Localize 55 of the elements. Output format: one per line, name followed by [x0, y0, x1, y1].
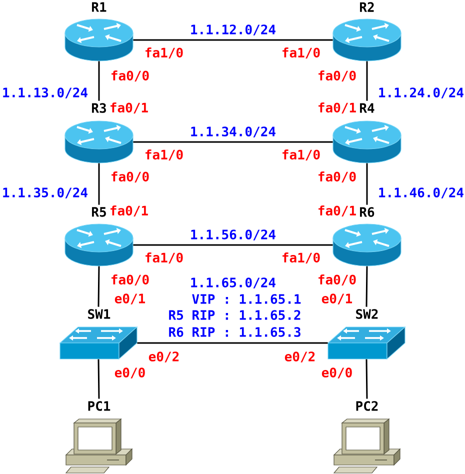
edge-label: 1.1.34.0/24 — [188, 126, 278, 138]
cable-line — [366, 266, 368, 307]
cable-line — [133, 244, 333, 246]
ip-label: 1.1.65.0/24 — [191, 278, 276, 288]
port-label: fa1/0 — [146, 252, 183, 264]
port-label: fa0/0 — [318, 274, 356, 286]
port-label: e0/1 — [114, 294, 146, 304]
port-label: fa1/0 — [282, 149, 320, 161]
port-label: fa0/0 — [112, 171, 149, 183]
port-label: e0/2 — [284, 352, 315, 362]
edge-label: 1.1.13.0/24 — [0, 86, 90, 100]
port-label: fa0/1 — [318, 205, 356, 217]
port-label: fa0/1 — [110, 102, 148, 114]
port-label: fa0/0 — [112, 274, 149, 286]
port-label: fa0/1 — [110, 205, 148, 217]
device-name: SW2 — [356, 309, 378, 319]
cable-line — [133, 141, 333, 143]
port-label: e0/0 — [322, 368, 352, 378]
cable-line — [137, 342, 328, 344]
device-name: R4 — [360, 103, 374, 113]
port-label: fa1/0 — [146, 47, 183, 59]
ip-label: VIP : 1.1.65.1 — [192, 294, 301, 304]
cable-line — [98, 266, 100, 307]
port-label: fa0/1 — [318, 102, 356, 114]
port-label: fa0/0 — [318, 70, 356, 82]
cable-line — [98, 359, 100, 399]
cable-line — [98, 163, 100, 205]
ip-label: R5 RIP : 1.1.65.2 — [169, 310, 300, 320]
port-label: fa1/0 — [282, 47, 320, 59]
edge-label: 1.1.35.0/24 — [0, 186, 90, 200]
cable-line — [366, 359, 368, 399]
device-name: R5 — [92, 207, 106, 217]
edge-label: 1.1.46.0/24 — [376, 186, 465, 200]
port-label: fa1/0 — [282, 252, 320, 264]
port-label: fa1/0 — [146, 149, 183, 161]
port-label: fa0/0 — [318, 171, 356, 183]
port-label: fa0/0 — [112, 70, 149, 82]
cable-line — [133, 39, 333, 41]
port-label: e0/1 — [322, 294, 352, 304]
cable-line — [366, 61, 368, 101]
device-name: PC2 — [356, 401, 378, 411]
device-name: R3 — [92, 103, 106, 113]
device-name: R2 — [360, 2, 374, 12]
port-label: e0/0 — [114, 368, 145, 378]
edge-label: 1.1.24.0/24 — [376, 86, 465, 100]
device-name: SW1 — [88, 309, 110, 319]
edge-label: 1.1.12.0/24 — [188, 24, 278, 36]
cable-line — [98, 61, 100, 101]
device-name: PC1 — [88, 401, 110, 411]
ip-label: R6 RIP : 1.1.65.3 — [169, 327, 300, 337]
device-name: R1 — [92, 2, 106, 12]
port-label: e0/2 — [148, 352, 179, 362]
edge-label: 1.1.56.0/24 — [188, 228, 278, 242]
cable-line — [366, 163, 368, 205]
device-name: R6 — [360, 207, 374, 217]
